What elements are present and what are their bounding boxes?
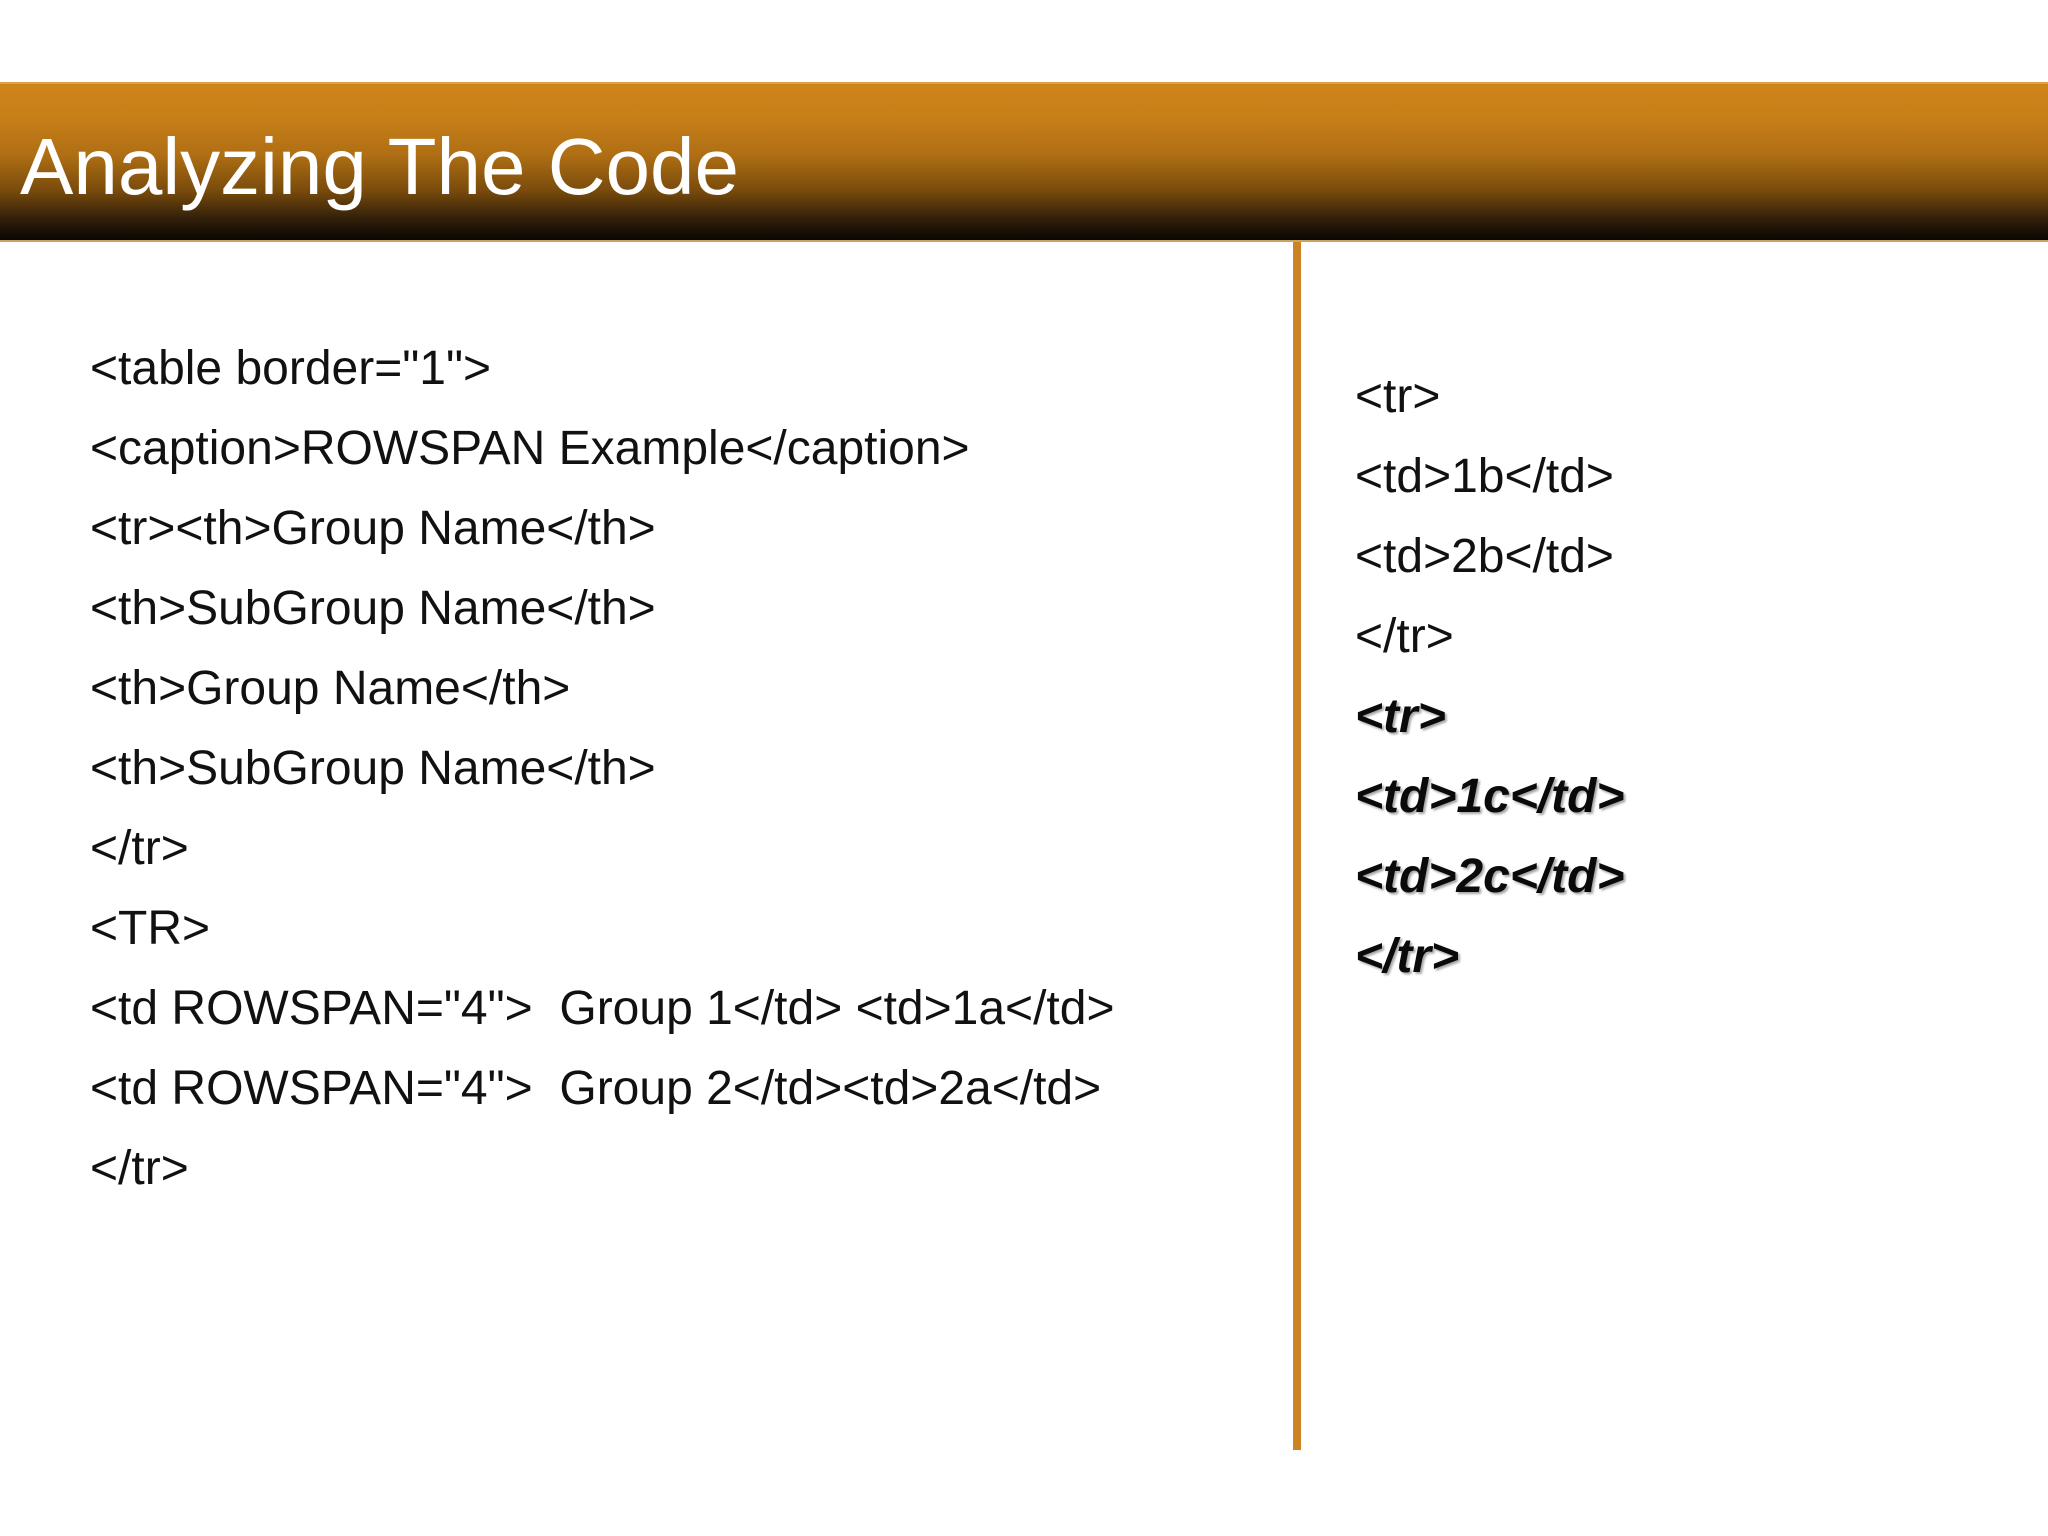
slide-title: Analyzing The Code: [20, 122, 739, 211]
title-bar: Analyzing The Code: [0, 82, 2048, 242]
code-line: <th>Group Name</th>: [90, 662, 571, 715]
column-divider: [1293, 242, 1301, 1450]
code-line: </tr>: [90, 822, 189, 875]
code-line: </tr>: [90, 1142, 189, 1195]
code-line-highlighted: <tr>: [1355, 690, 1446, 743]
code-line: <td ROWSPAN="4"> Group 1</td> <td>1a</td…: [90, 982, 1115, 1035]
code-line-highlighted: <td>1c</td>: [1355, 770, 1625, 823]
code-line: <th>SubGroup Name</th>: [90, 582, 656, 635]
code-line: <TR>: [90, 902, 211, 955]
code-line: <th>SubGroup Name</th>: [90, 742, 656, 795]
code-line: <td>2b</td>: [1355, 530, 1614, 583]
code-line-highlighted: <td>2c</td>: [1355, 850, 1625, 903]
code-line: </tr>: [1355, 610, 1454, 663]
code-line: <caption>ROWSPAN Example</caption>: [90, 422, 970, 475]
code-line: <tr><th>Group Name</th>: [90, 502, 656, 555]
code-line: <tr>: [1355, 370, 1441, 423]
code-line: <td>1b</td>: [1355, 450, 1614, 503]
code-line: <td ROWSPAN="4"> Group 2</td><td>2a</td>: [90, 1062, 1102, 1115]
code-line-highlighted: </tr>: [1355, 930, 1460, 983]
code-line: <table border="1">: [90, 342, 492, 395]
